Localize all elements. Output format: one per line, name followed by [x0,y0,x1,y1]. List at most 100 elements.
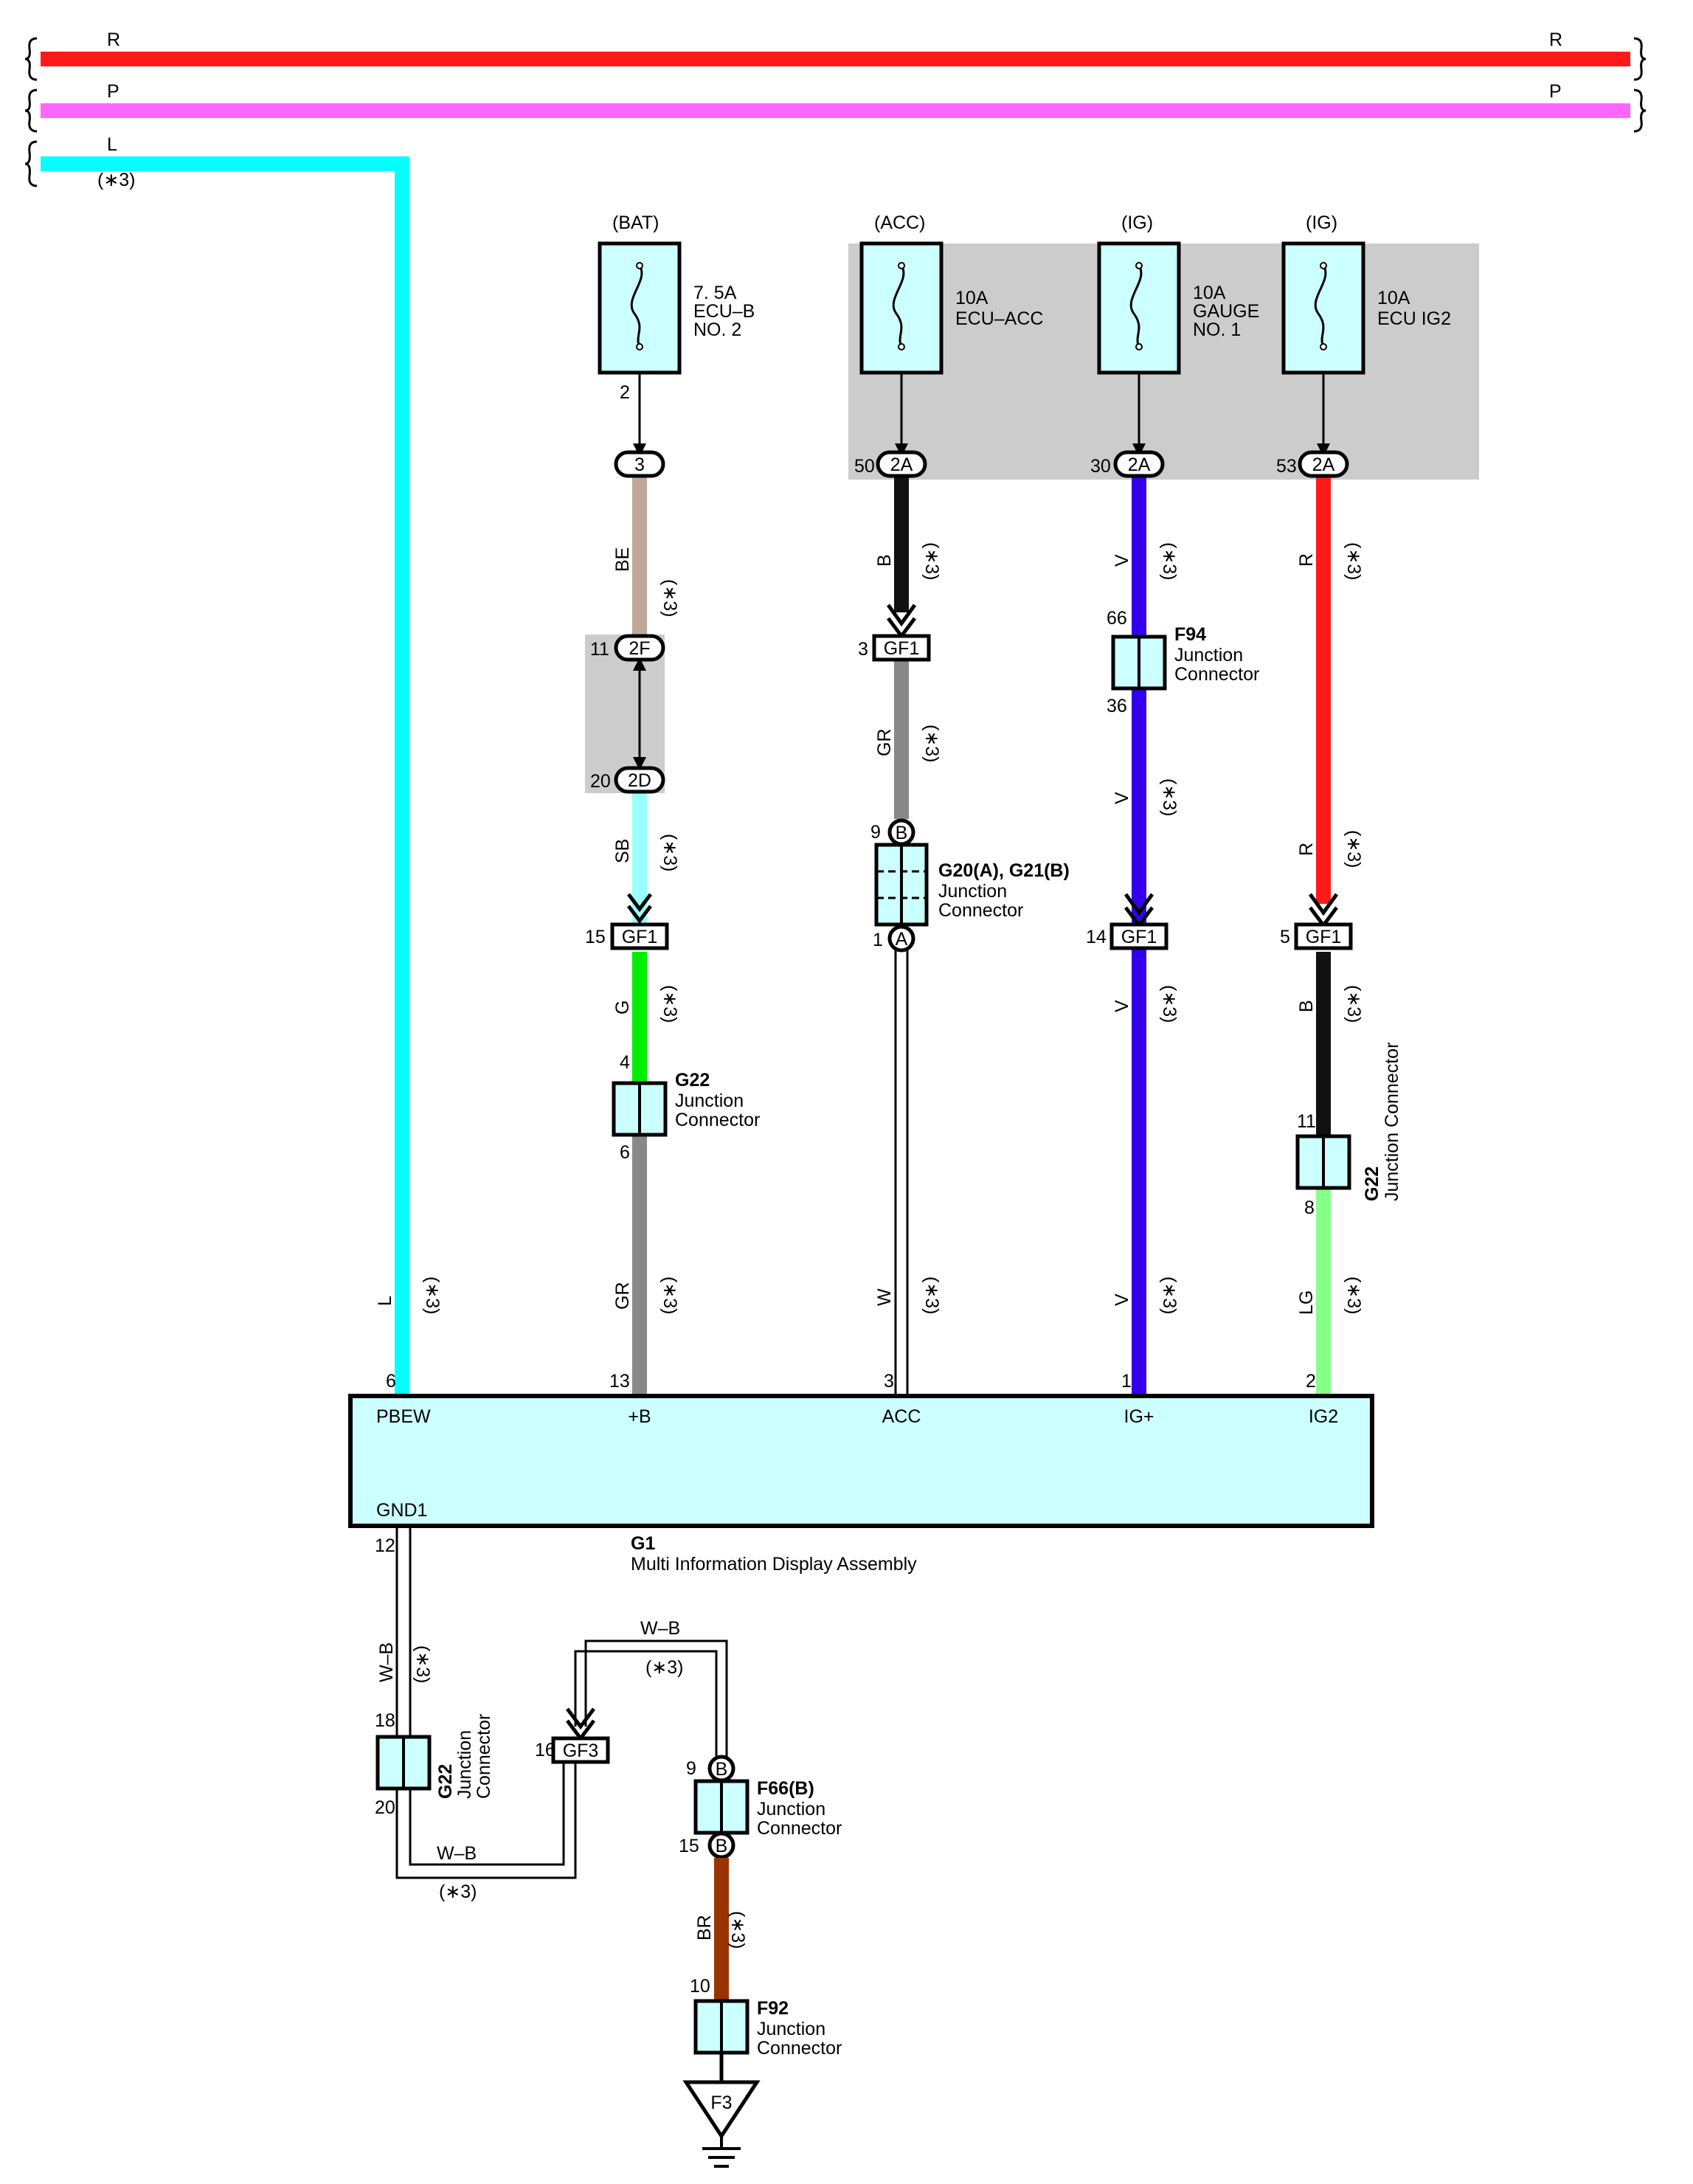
fuse-ecu-acc: (ACC) 10A ECU–ACC [859,212,1043,457]
svg-text:W–B: W–B [640,1618,680,1639]
svg-text:2A: 2A [1128,455,1151,475]
svg-text:G22: G22 [1362,1167,1382,1201]
svg-text:20: 20 [590,771,611,792]
svg-text:9: 9 [686,1758,696,1779]
wire-label-g: G (∗3) [612,985,680,1023]
fuse-name: GAUGE [1193,301,1259,322]
connector-pill-2d: 20 2D [590,766,665,794]
svg-text:6: 6 [386,1371,396,1392]
junction-connector-g20-g21: 9 B 1 A G20(A), G21(B) Junction Connecto… [870,818,1070,953]
bus-wire-r-label-right: R [1549,30,1562,50]
svg-text:GND1: GND1 [376,1500,427,1521]
wire-label-wb-1: W–B (∗3) [376,1642,433,1684]
svg-text:3: 3 [858,639,868,660]
svg-text:(∗3): (∗3) [645,1657,684,1678]
svg-text:F92: F92 [757,1998,789,2019]
svg-text:2F: 2F [629,638,650,659]
wire-label-br: BR (∗3) [694,1911,748,1949]
svg-text:A: A [896,929,908,950]
svg-text:9: 9 [870,822,881,843]
wire-label-b-ig2: B (∗3) [1296,985,1364,1023]
svg-text:G1: G1 [631,1533,655,1554]
svg-text:B: B [1296,1000,1317,1012]
svg-text:2A: 2A [1312,455,1335,475]
svg-text:Junction: Junction [757,2019,825,2039]
connector-gf3: 16 GF3 [535,1736,610,1764]
svg-text:W–B: W–B [437,1843,477,1864]
junction-connector-g22-c: 18 20 G22 Junction Connector [375,1710,494,1818]
svg-text:(∗3): (∗3) [659,834,680,872]
bus-wire-p-label-left: P [107,81,120,102]
svg-text:(∗3): (∗3) [1159,985,1180,1023]
svg-text:Junction: Junction [454,1730,475,1799]
svg-text:GF1: GF1 [884,638,920,659]
svg-text:W: W [874,1288,895,1306]
svg-text:IG+: IG+ [1124,1406,1154,1427]
wire-label-gr-col2: GR (∗3) [874,725,942,763]
junction-connector-f94: 66 36 F94 Junction Connector [1107,608,1259,716]
svg-text:IG2: IG2 [1309,1406,1338,1427]
svg-text:(∗3): (∗3) [659,579,680,618]
svg-text:(∗3): (∗3) [921,725,942,763]
wire-label-l: L (∗3) [375,1276,443,1315]
connector-pill-2a-ig2: 53 2A [1276,450,1349,478]
fuse-rating: 7. 5A [693,283,737,303]
svg-text:53: 53 [1276,456,1297,477]
fuse-ecu-b-no2: (BAT) 7. 5A ECU–B NO. 2 2 [598,212,755,457]
svg-text:B: B [716,1836,728,1856]
connector-pill-3: 3 [614,450,665,478]
bus-wire-l: L (∗3) [41,134,409,1395]
bus-wire-l-note: (∗3) [97,170,136,190]
junction-connector-f92: 10 F92 Junction Connector [690,1976,842,2059]
svg-text:(∗3): (∗3) [921,542,942,581]
svg-text:G22: G22 [435,1764,456,1799]
wire-label-wb-2: W–B (∗3) [437,1843,477,1902]
bus-wire-l-label: L [107,134,117,155]
junction-connector-f66: 9 B 15 B F66(B) Junction Connector [679,1755,842,1859]
svg-text:Connector: Connector [757,1818,842,1839]
svg-text:Connector: Connector [474,1714,494,1799]
svg-text:12: 12 [375,1535,395,1556]
svg-text:(∗3): (∗3) [1159,542,1180,581]
svg-text:SB: SB [612,839,633,863]
svg-text:50: 50 [854,456,875,477]
svg-text:13: 13 [609,1371,630,1392]
svg-text:15: 15 [585,927,606,947]
svg-text:14: 14 [1086,927,1107,947]
wire-column-acc [886,476,917,1395]
junction-connector-g22-a: 4 6 G22 Junction Connector [612,1052,760,1163]
svg-text:Junction: Junction [757,1799,825,1820]
fuse-pin: 2 [620,382,630,403]
fuse-rating: 10A [1193,283,1226,303]
svg-text:G: G [612,1001,633,1015]
fuse-name-2: NO. 2 [693,319,741,340]
wire-label-wb-3: W–B (∗3) [640,1618,684,1678]
bus-wire-p-label-right: P [1549,81,1562,102]
wire-label-sb: SB (∗3) [612,834,680,872]
wire-label-r-2: R (∗3) [1296,830,1364,868]
wire-label-w: W (∗3) [874,1276,942,1315]
ground-arrow-gf3 [566,1707,595,1742]
svg-text:(∗3): (∗3) [659,985,680,1023]
svg-text:Connector: Connector [938,900,1023,921]
ecu-multi-information-display: 6 13 3 1 2 PBEW +B ACC IG+ IG2 GND1 G1 M… [348,1371,1374,1575]
svg-text:(∗3): (∗3) [422,1276,443,1315]
fuse-name: ECU IG2 [1377,308,1451,329]
svg-text:F66(B): F66(B) [757,1778,814,1799]
svg-text:F3: F3 [710,2093,732,2113]
fuse-rating: 10A [1377,288,1410,308]
svg-text:GF1: GF1 [1306,927,1342,947]
bus-wire-p: P P [41,81,1630,118]
fuse-ecu-ig2: (IG) 10A ECU IG2 [1281,212,1451,457]
svg-text:G20(A), G21(B): G20(A), G21(B) [938,860,1070,881]
svg-text:Connector: Connector [757,2038,842,2059]
fuse-source-label: (IG) [1306,212,1337,233]
svg-text:G22: G22 [675,1070,710,1091]
svg-text:Junction Connector: Junction Connector [1382,1043,1402,1201]
wire-label-b-acc: B (∗3) [874,542,942,581]
svg-text:W–B: W–B [376,1642,397,1682]
connector-pill-2f: 11 2F [590,634,665,662]
svg-text:V: V [1112,554,1132,567]
svg-text:V: V [1112,1293,1132,1306]
svg-text:GR: GR [612,1282,633,1310]
